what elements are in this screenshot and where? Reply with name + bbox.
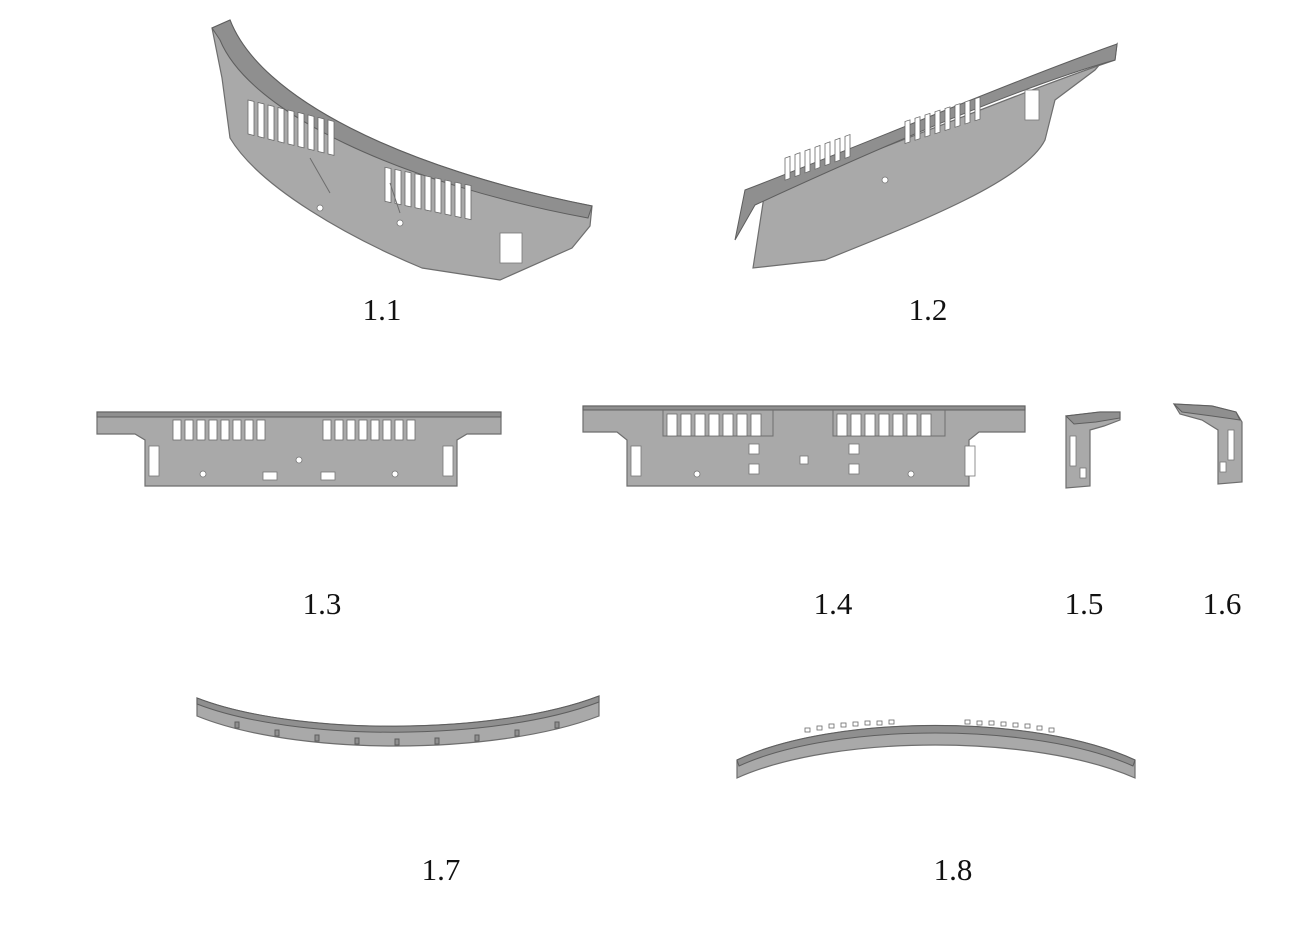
vent-slots-left — [247, 99, 335, 156]
vent-slots — [784, 96, 981, 181]
figure-label: 1.7 — [421, 852, 461, 887]
figure-label: 1.1 — [362, 292, 402, 327]
figure-1-4-image — [582, 405, 1026, 488]
figure-label: 1.2 — [908, 292, 948, 327]
vent-slots-left — [666, 413, 762, 437]
vent-slots-right — [384, 166, 472, 221]
figure-label: 1.3 — [302, 586, 342, 621]
figure-1-6-image — [1172, 400, 1244, 486]
figure-1-5-image — [1060, 408, 1126, 490]
figure-label: 1.5 — [1064, 586, 1104, 621]
clip-tabs — [234, 721, 560, 746]
vent-slots-left — [172, 419, 266, 441]
figure-1-3-image — [96, 411, 502, 488]
vent-slots-right — [836, 413, 932, 437]
figure-1-8-image — [735, 712, 1137, 782]
figure-label: 1.4 — [813, 586, 853, 621]
figure-label: 1.8 — [933, 852, 973, 887]
vent-slots-right — [322, 419, 416, 441]
figure-1-7-image — [195, 692, 601, 762]
figure-label: 1.6 — [1202, 586, 1242, 621]
figure-1-2-image — [725, 40, 1125, 280]
clip-tabs — [804, 719, 1055, 733]
figure-1-1-image — [200, 18, 600, 288]
